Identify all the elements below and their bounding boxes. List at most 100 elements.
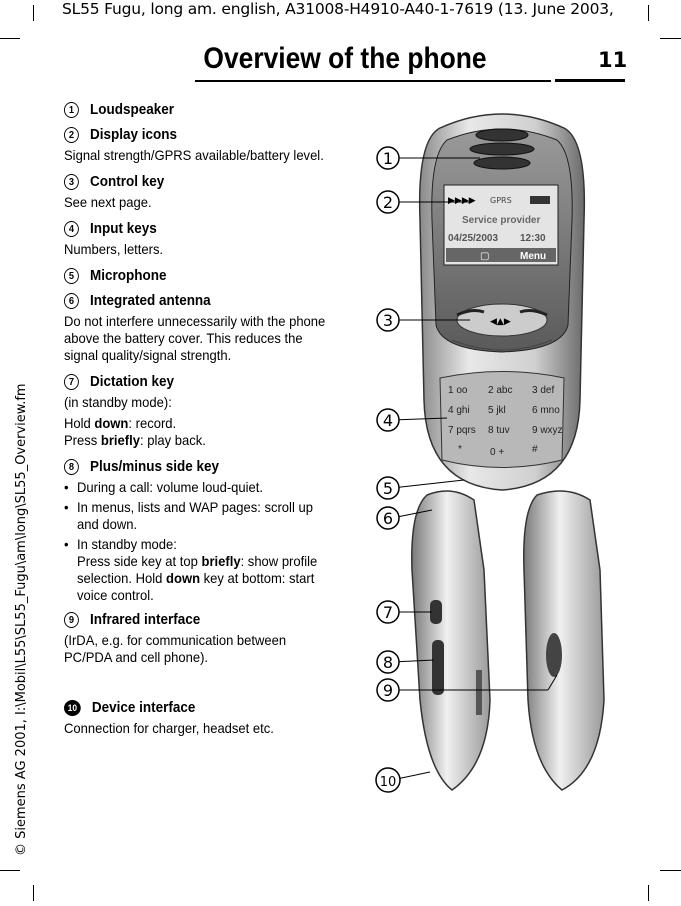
title-rule (195, 80, 551, 82)
crop-mark (648, 885, 649, 901)
infrared-interface (476, 670, 482, 715)
number-badge: 9 (64, 612, 79, 628)
softkey-bar (446, 248, 556, 262)
list-item: 3 Control key See next page. (64, 172, 329, 211)
crop-mark (660, 870, 681, 871)
signal-icon: ▶▶▶▶ (448, 196, 476, 206)
text-run: Press side key at top (77, 553, 202, 569)
bullet-list: During a call: volume loud-quiet. In men… (64, 479, 329, 604)
callout-number: 4 (383, 411, 393, 430)
item-title: Dictation key (90, 373, 174, 390)
item-description: Connection for charger, headset etc. (64, 720, 274, 736)
running-header: SL55 Fugu, long am. english, A31008-H491… (62, 0, 614, 18)
key: 2 abc (488, 385, 512, 396)
callout-number: 8 (383, 653, 393, 672)
number-badge: 8 (64, 459, 79, 475)
item-title: Device interface (91, 699, 196, 716)
page-number: 11 (598, 48, 628, 72)
text-run: : play back. (139, 432, 206, 448)
dictation-key (430, 600, 442, 624)
crop-mark (648, 5, 649, 21)
page-number-rule (555, 79, 625, 82)
screen-date: 04/25/2003 (448, 233, 498, 244)
item-description: (IrDA, e.g. for communication between PC… (64, 632, 287, 665)
item-title: Loudspeaker (90, 101, 174, 118)
crop-mark (0, 870, 20, 871)
sidebar-copyright: © Siemens AG 2001, I:\Mobil\L55\SL55_Fug… (14, 383, 29, 856)
item-title: Input keys (90, 220, 157, 237)
bullet-item: In menus, lists and WAP pages: scroll up… (64, 499, 329, 533)
key: 6 mno (532, 405, 560, 416)
callout-number: 6 (383, 509, 393, 528)
item-title: Plus/minus side key (90, 458, 219, 475)
key: 5 jkl (488, 405, 506, 416)
callout-number: 1 (383, 149, 393, 168)
callout-number: 10 (380, 775, 397, 790)
item-description: Do not interfere unnecessarily with the … (64, 313, 326, 363)
number-badge: 7 (64, 374, 79, 390)
list-item: 7 Dictation key (in standby mode): Hold d… (64, 372, 329, 449)
callout-number: 7 (383, 603, 393, 622)
number-badge: 3 (64, 174, 79, 190)
key: 0 + (490, 447, 504, 458)
key: 7 pqrs (448, 425, 476, 436)
phone-side-left (411, 490, 491, 791)
text-run: key at bottom: start voice control. (77, 570, 315, 603)
side-key (432, 640, 444, 695)
item-description: See next page. (64, 194, 152, 210)
crop-mark (0, 38, 20, 39)
page-title: Overview of the phone (203, 42, 487, 75)
key: 4 ghi (448, 405, 470, 416)
control-arrows-icon: ◀▲▶ (490, 317, 511, 327)
bullet-item: During a call: volume loud-quiet. (64, 479, 329, 496)
number-badge: 6 (64, 293, 79, 309)
bullet-item: In standby mode:Press side key at top br… (64, 536, 329, 604)
list-item: 6 Integrated antenna Do not interfere unn… (64, 291, 329, 364)
item-title: Display icons (90, 126, 177, 143)
crop-mark (33, 5, 34, 21)
loudspeaker (469, 142, 535, 156)
infrared-window (546, 633, 562, 677)
item-description: Signal strength/GPRS available/battery l… (64, 147, 324, 163)
book-icon: ▢ (480, 251, 489, 262)
gprs-icon: GPRS (490, 196, 512, 205)
list-item: 9 Infrared interface (IrDA, e.g. for comm… (64, 610, 329, 666)
keypad: 1 oo 2 abc 3 def 4 ghi 5 jkl 6 mno 7 pqr… (439, 371, 565, 468)
key: * (458, 444, 462, 455)
item-title: Integrated antenna (90, 292, 211, 309)
item-description: Numbers, letters. (64, 241, 164, 257)
text-run: : record. (128, 415, 177, 431)
item-title: Microphone (90, 267, 167, 284)
list-item: 10 Device interface Connection for charge… (64, 698, 329, 737)
loudspeaker (475, 128, 529, 142)
bold-run: down (94, 415, 129, 431)
crop-mark (660, 38, 681, 39)
key: # (532, 444, 538, 455)
phone-front: ▶▶▶▶ GPRS Service provider 04/25/2003 12… (418, 113, 586, 491)
callout-number: 9 (383, 681, 393, 700)
text-run: Hold (64, 415, 95, 431)
battery-icon (530, 196, 550, 204)
loudspeaker (473, 156, 531, 170)
callout-number: 3 (383, 311, 393, 330)
item-title: Infrared interface (90, 611, 201, 628)
screen-time: 12:30 (520, 233, 546, 244)
key: 9 wxyz (532, 425, 563, 436)
callout-number: 2 (383, 193, 393, 212)
text-run: Press (64, 432, 101, 448)
number-badge: 10 (64, 700, 81, 716)
list-item: 8 Plus/minus side key During a call: volu… (64, 457, 329, 604)
screen-provider: Service provider (462, 215, 540, 226)
text-run: : show profile selection. Hold (77, 553, 318, 586)
item-description: (in standby mode): (64, 394, 172, 410)
key: 1 oo (448, 385, 468, 396)
item-title: Control key (90, 173, 165, 190)
bold-run: down (166, 570, 201, 586)
callout-number: 5 (383, 479, 393, 498)
bold-run: briefly (201, 553, 241, 569)
